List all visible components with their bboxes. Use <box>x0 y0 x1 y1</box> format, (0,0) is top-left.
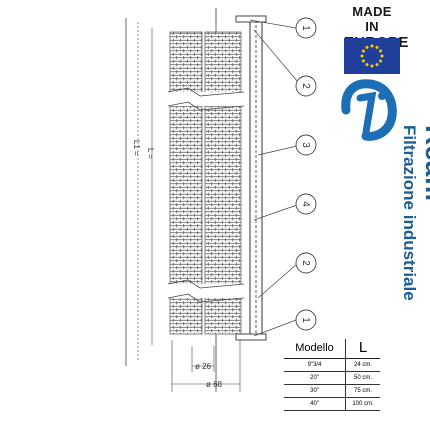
table-row: 30" 75 cm. <box>284 384 380 398</box>
table-cell-length: 24 cm. <box>345 358 380 372</box>
callout-1-bottom: 1 <box>295 309 317 331</box>
brand-name: Reafil <box>420 125 430 202</box>
svg-text:1: 1 <box>300 25 311 31</box>
length1-label: L1 = <box>132 140 141 156</box>
brand-subtitle: Filtrazione industriale <box>400 125 419 301</box>
table-header-length: L <box>345 339 380 359</box>
eu-flag-icon <box>344 38 400 74</box>
table-row: 20" 50 cm. <box>284 371 380 385</box>
reafil-logo-icon <box>341 79 397 141</box>
table-cell-model: 30" <box>284 384 346 398</box>
callout-leaders <box>249 19 299 337</box>
callout-2-top: 2 <box>295 75 317 97</box>
inner-diameter-label: ø 26 <box>195 362 212 371</box>
model-length-table: Modello L 9"3/4 24 cm. 20" 50 cm. 30" 75… <box>284 339 380 411</box>
outer-diameter-label: ø 68 <box>206 380 223 389</box>
end-cap-bottom <box>235 333 267 341</box>
callout-3: 3 <box>295 134 317 156</box>
brand-block: Reafil Filtrazione industriale <box>390 125 430 345</box>
end-cap-top <box>235 15 267 23</box>
table-cell-model: 40" <box>284 397 346 411</box>
length-label: L = <box>146 148 155 159</box>
table-cell-length: 100 cm. <box>345 397 380 411</box>
table-cell-length: 75 cm. <box>345 384 380 398</box>
callout-1-top: 1 <box>295 17 317 39</box>
filter-wrap-right <box>204 31 242 335</box>
badge-line1: MADE IN <box>352 4 392 34</box>
table-cell-length: 50 cm. <box>345 371 380 385</box>
table-row: 40" 100 cm. <box>284 397 380 411</box>
svg-text:4: 4 <box>300 201 311 207</box>
table-row: 9"3/4 24 cm. <box>284 358 380 372</box>
table-cell-model: 9"3/4 <box>284 358 346 372</box>
svg-text:3: 3 <box>300 142 311 148</box>
filter-wrap-left <box>169 31 203 335</box>
callout-4: 4 <box>295 193 317 215</box>
table-cell-model: 20" <box>284 371 346 385</box>
callout-2-bottom: 2 <box>295 252 317 274</box>
svg-text:1: 1 <box>300 317 311 323</box>
table-header-model: Modello <box>284 339 346 359</box>
svg-text:2: 2 <box>300 260 311 266</box>
svg-text:2: 2 <box>300 83 311 89</box>
